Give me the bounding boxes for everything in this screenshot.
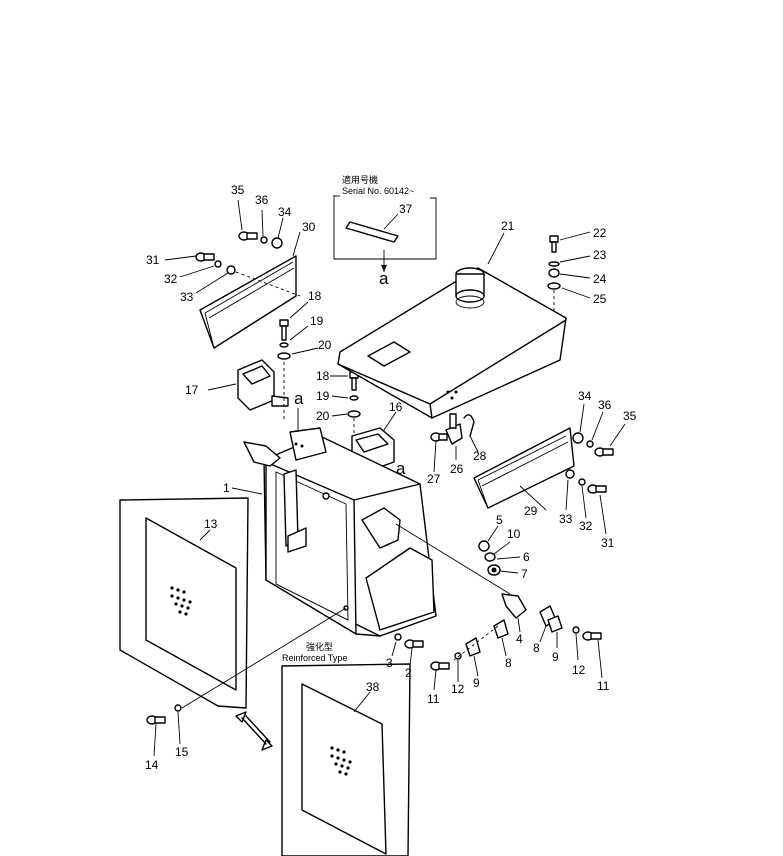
hood-21 — [337, 232, 567, 419]
callout-28: 28 — [473, 449, 487, 463]
callout-31b: 31 — [601, 536, 615, 550]
part-37-plate — [345, 221, 399, 243]
callout-8a: 8 — [533, 641, 540, 655]
serial-box-serial-label: Serial No. 60142~ — [342, 186, 414, 196]
bolt-14-washer-15 — [146, 704, 182, 757]
callout-20b: 20 — [316, 409, 330, 423]
ref-mark-a-serial: a — [379, 269, 389, 288]
vent-holes-13 — [170, 586, 192, 616]
callout-36b: 36 — [598, 398, 612, 412]
callout-32b: 32 — [579, 519, 593, 533]
callout-10: 10 — [507, 527, 521, 541]
callout-14: 14 — [145, 758, 159, 772]
callout-labels: 1 2 3 4 5 6 7 8 8 9 9 10 11 11 12 12 13 … — [145, 183, 637, 772]
callout-2: 2 — [405, 666, 412, 680]
callout-4: 4 — [516, 632, 523, 646]
callout-35b: 35 — [623, 409, 637, 423]
callout-34a: 34 — [278, 205, 292, 219]
callout-9a: 9 — [552, 650, 559, 664]
callout-12b: 12 — [451, 682, 465, 696]
callout-34b: 34 — [578, 389, 592, 403]
hood-hardware — [547, 231, 591, 312]
callout-33a: 33 — [180, 290, 194, 304]
ref-mark-a-bracket: a — [396, 459, 406, 478]
bolt-set-lower — [330, 371, 361, 440]
callout-18a: 18 — [308, 289, 322, 303]
callout-7: 7 — [521, 567, 528, 581]
callout-23: 23 — [593, 248, 607, 262]
right-cover-hardware-top — [572, 403, 626, 457]
callout-5: 5 — [496, 513, 503, 527]
left-cover-hardware-side — [164, 252, 301, 297]
serial-box-jp-label: 適用号機 — [342, 174, 378, 185]
callout-31a: 31 — [146, 253, 160, 267]
reinforced-jp-label: 強化型 — [306, 641, 333, 652]
reinforced-en-label: Reinforced Type — [282, 653, 347, 663]
interchange-arrow — [235, 711, 273, 751]
left-side-cover-30 — [199, 255, 297, 349]
callout-30: 30 — [302, 220, 316, 234]
callout-17: 17 — [185, 383, 199, 397]
ref-mark-a-frame: a — [294, 389, 304, 408]
callout-32a: 32 — [164, 272, 178, 286]
callout-8b: 8 — [505, 656, 512, 670]
callout-6: 6 — [523, 550, 530, 564]
callout-21: 21 — [501, 219, 515, 233]
right-side-cover-29 — [473, 427, 575, 511]
callout-37: 37 — [399, 202, 413, 216]
callout-12a: 12 — [572, 663, 586, 677]
callout-15: 15 — [175, 745, 189, 759]
callout-16: 16 — [389, 400, 403, 414]
callout-24: 24 — [593, 272, 607, 286]
callout-27: 27 — [427, 472, 441, 486]
callout-36a: 36 — [255, 193, 269, 207]
main-frame-1 — [231, 427, 437, 637]
right-cover-hardware-side — [565, 469, 607, 535]
side-panel-13 — [119, 497, 347, 709]
vent-holes-38 — [330, 746, 352, 776]
hinge-hardware — [395, 523, 603, 691]
callout-19b: 19 — [316, 389, 330, 403]
callout-1: 1 — [223, 481, 230, 495]
callout-29: 29 — [524, 504, 538, 518]
callout-18b: 18 — [316, 369, 330, 383]
callout-11a: 11 — [597, 679, 610, 693]
callout-26: 26 — [450, 462, 464, 476]
callout-11b: 11 — [427, 692, 440, 706]
left-cover-hardware-top — [237, 199, 301, 257]
latch-parts-26-28 — [430, 413, 479, 473]
bolt-2-washer-3 — [391, 633, 424, 667]
callout-25: 25 — [593, 292, 607, 306]
callout-20a: 20 — [318, 338, 332, 352]
callout-3: 3 — [386, 656, 393, 670]
callout-33b: 33 — [559, 512, 573, 526]
callout-38: 38 — [366, 680, 380, 694]
callout-19a: 19 — [310, 314, 324, 328]
bolt-set-upper — [277, 301, 319, 420]
callout-22: 22 — [593, 226, 607, 240]
callout-9b: 9 — [473, 676, 480, 690]
callout-13: 13 — [204, 517, 218, 531]
bracket-17 — [207, 359, 289, 411]
serial-number-box: 適用号機 Serial No. 60142~ — [333, 174, 437, 272]
reinforced-panel-38: 強化型 Reinforced Type — [281, 641, 411, 856]
callout-35a: 35 — [231, 183, 245, 197]
